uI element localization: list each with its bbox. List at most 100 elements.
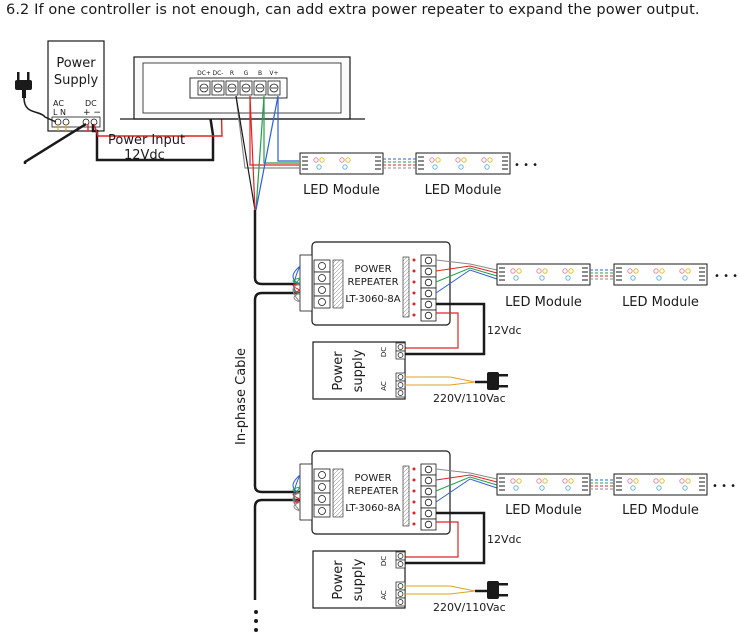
repeater-label-1: POWER	[354, 264, 391, 275]
terminal-screw-icon	[397, 390, 404, 396]
terminal-screw-icon	[424, 465, 433, 474]
controller-terminal-label: DC-	[213, 70, 224, 77]
terminal-screw-icon	[397, 374, 404, 380]
repeater-power-supply	[312, 550, 406, 609]
terminal-screw-icon	[424, 509, 433, 518]
dc-voltage-label: 12Vdc	[487, 324, 522, 337]
led-strip-body	[496, 473, 591, 496]
led-icon	[656, 275, 662, 281]
terminal-screw-icon	[397, 599, 404, 605]
repeater-label-2: REPEATER	[347, 486, 398, 497]
terminal-screw-icon	[424, 267, 433, 276]
indicator-dot	[412, 302, 416, 306]
terminal-screw-icon	[318, 495, 326, 503]
ellipsis: • • •	[712, 481, 736, 492]
indicator-dot	[412, 478, 416, 482]
indicator-dot	[412, 467, 416, 471]
led-icon	[510, 268, 516, 274]
section-heading: 6.2 If one controller is not enough, can…	[6, 2, 700, 18]
controller-terminal-label: V+	[269, 70, 278, 77]
led-module-label: LED Module	[505, 503, 582, 518]
led-icon	[542, 268, 548, 274]
controller-terminal-label: G	[244, 70, 249, 77]
repeater-model: LT-3060-8A	[345, 294, 400, 305]
terminal-screw-icon	[318, 483, 326, 491]
led-strip-body	[613, 473, 708, 496]
led-icon	[685, 478, 691, 484]
terminal-screw-icon	[424, 300, 433, 309]
in-phase-cable: In-phase Cable	[234, 291, 300, 600]
led-icon	[562, 478, 568, 484]
controller-terminal-label: B	[258, 70, 262, 77]
led-icon	[458, 164, 464, 170]
led-icon	[659, 268, 665, 274]
led-module	[299, 152, 384, 175]
led-icon	[565, 485, 571, 491]
indicator-dot	[412, 258, 416, 262]
indicator-dot	[412, 280, 416, 284]
ac-plug-icon	[15, 72, 57, 123]
dc-mark: DC	[380, 556, 388, 566]
terminal-screw-icon	[318, 274, 326, 282]
ellipsis: • • •	[714, 271, 738, 282]
led-icon	[685, 268, 691, 274]
ac-mark: AC	[380, 590, 388, 600]
led-icon	[630, 485, 636, 491]
led-strip-body	[415, 152, 511, 175]
led-icon	[539, 275, 545, 281]
led-icon	[536, 478, 542, 484]
indicator-dot	[412, 500, 416, 504]
ac-voltage-label: 220V/110Vac	[433, 392, 506, 405]
led-icon	[542, 478, 548, 484]
led-icon	[429, 157, 435, 163]
led-module	[496, 263, 591, 286]
led-module-label: LED Module	[303, 183, 380, 198]
led-icon	[630, 275, 636, 281]
terminal-screw-icon	[397, 591, 404, 597]
led-module-label: LED Module	[505, 295, 582, 310]
led-icon	[562, 268, 568, 274]
terminal-screw-icon	[424, 311, 433, 320]
main-power-supply: Power Supply AC L N DC + −	[47, 40, 105, 132]
indicator-dot	[412, 489, 416, 493]
power-supply-label-2: supply	[351, 558, 366, 601]
terminal-screw-icon	[318, 262, 326, 270]
controller-terminal-label: R	[230, 70, 234, 77]
terminal-screw-icon	[318, 507, 326, 515]
dc-label: DC	[85, 99, 97, 108]
led-module-label: LED Module	[622, 295, 699, 310]
terminal-screw-icon	[424, 256, 433, 265]
repeater-label-2: REPEATER	[347, 277, 398, 288]
ac-label: AC	[53, 99, 64, 108]
led-icon	[432, 164, 438, 170]
led-icon	[319, 157, 325, 163]
led-icon	[481, 157, 487, 163]
led-icon	[316, 164, 322, 170]
indicator-dot	[412, 511, 416, 515]
dc-voltage-label: 12Vdc	[487, 533, 522, 546]
led-icon	[345, 157, 351, 163]
led-icon	[679, 268, 685, 274]
in-phase-cable-label: In-phase Cable	[234, 348, 249, 445]
led-module	[415, 152, 511, 175]
led-icon	[516, 478, 522, 484]
power-input-voltage: 12Vdc	[124, 148, 165, 163]
terminal-screw-icon	[424, 520, 433, 529]
led-icon	[461, 157, 467, 163]
led-icon	[627, 268, 633, 274]
terminal-screw-icon	[318, 286, 326, 294]
terminal-screw-icon	[397, 382, 404, 388]
terminal-screw-icon	[397, 344, 404, 350]
led-module-label: LED Module	[425, 183, 502, 198]
led-icon	[339, 157, 345, 163]
led-icon	[455, 157, 461, 163]
power-input-label: Power Input	[108, 133, 185, 148]
terminal-screw-icon	[397, 583, 404, 589]
led-icon	[653, 268, 659, 274]
led-icon	[487, 157, 493, 163]
terminal-screw-icon	[397, 352, 404, 358]
